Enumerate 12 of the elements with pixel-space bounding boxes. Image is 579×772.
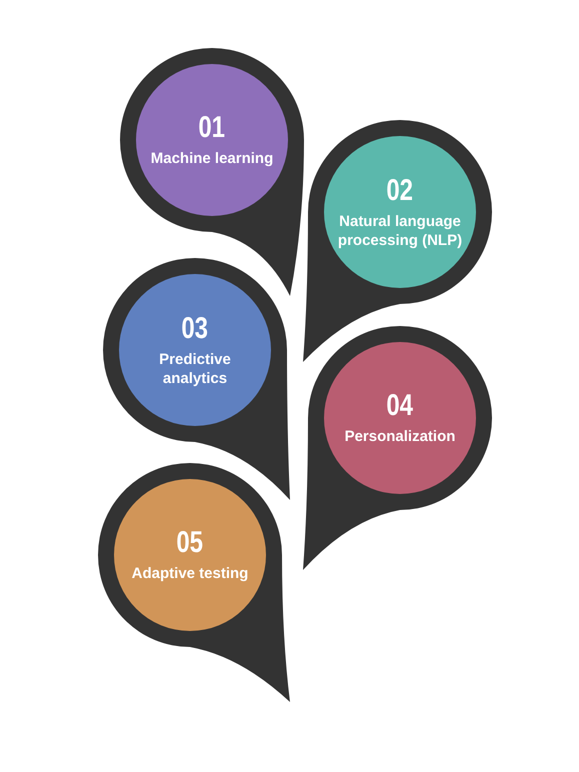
step-label: Natural language processing (NLP) — [336, 212, 464, 250]
teardrop-node — [98, 463, 290, 702]
step-label: Machine learning — [150, 150, 274, 169]
teardrop-node — [303, 326, 492, 570]
step-number: 04 — [386, 389, 414, 422]
step-number: 03 — [182, 312, 208, 345]
step-label: Personalization — [344, 428, 456, 447]
step-number: 02 — [386, 174, 414, 207]
step-label: Predictive analytics — [158, 350, 232, 388]
step-number: 01 — [198, 111, 226, 144]
step-number: 05 — [176, 526, 204, 560]
step-label: Adaptive testing — [132, 565, 248, 584]
